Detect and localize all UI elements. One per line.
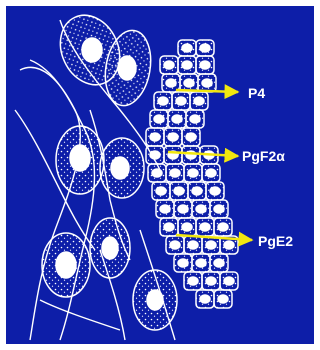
label-p4: P4: [248, 85, 265, 101]
large-cell: [133, 270, 177, 330]
large-cell: [100, 138, 144, 198]
label-pgf2a: PgF2α: [242, 148, 285, 164]
label-pge2: PgE2: [258, 233, 293, 249]
large-cell: [42, 233, 90, 297]
large-cell: [56, 126, 104, 194]
large-cell: [90, 218, 130, 278]
